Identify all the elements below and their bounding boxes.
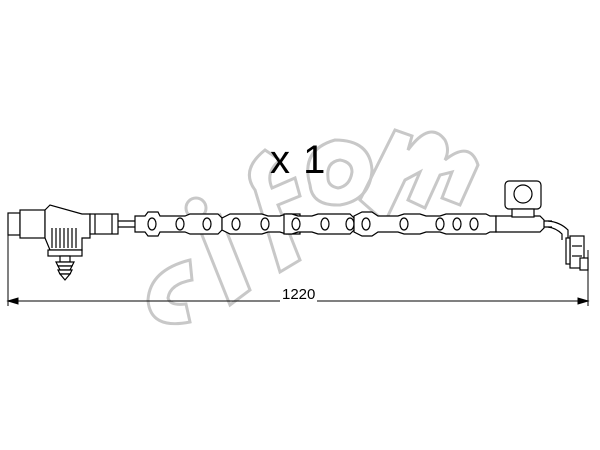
connector-plug <box>7 204 119 251</box>
quantity-label: x 1 <box>270 138 327 182</box>
mounting-clip <box>47 249 83 281</box>
wire-sleeves <box>134 211 545 237</box>
ring-clip <box>504 180 542 218</box>
length-dimension-label: 1220 <box>280 286 318 303</box>
sensor-tip <box>547 220 589 271</box>
